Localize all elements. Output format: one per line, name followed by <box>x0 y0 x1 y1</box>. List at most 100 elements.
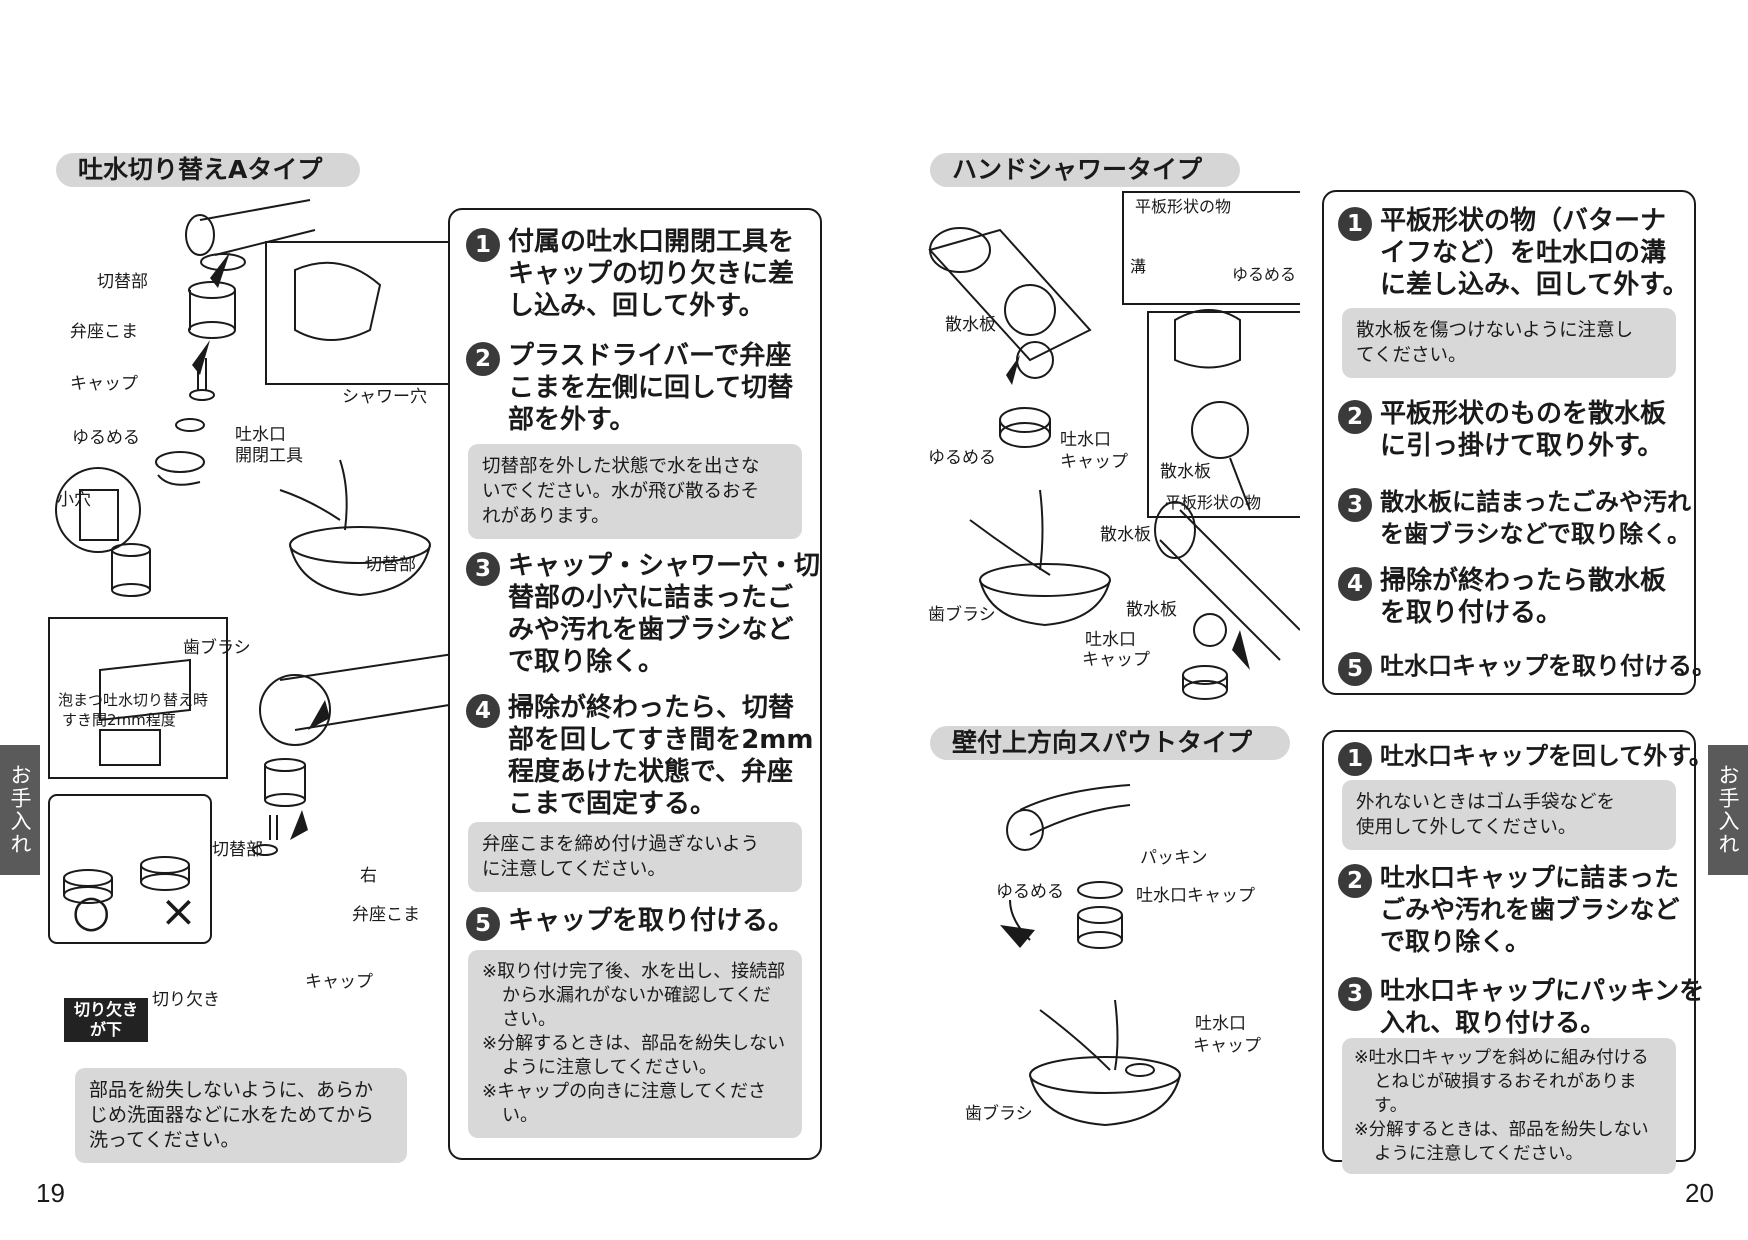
label-hand-cap-2: キャップ <box>1060 452 1128 472</box>
label-yurumeru: ゆるめる <box>72 428 140 448</box>
step-hand-5: 5 吐水口キャップを取り付ける。 <box>1338 650 1716 686</box>
step-text: 掃除が終わったら散水板 を取り付ける。 <box>1380 565 1666 629</box>
step-hand-4: 4 掃除が終わったら散水板 を取り付ける。 <box>1338 565 1666 629</box>
section-title-a-type: 吐水切り替えAタイプ <box>56 153 360 187</box>
step-line: に差し込み、回して外す。 <box>1380 270 1689 300</box>
label-yurumeru-top: ゆるめる <box>1232 265 1297 284</box>
step-line: 入れ、取り付ける。 <box>1380 1008 1606 1037</box>
step-number: 5 <box>1338 652 1372 686</box>
section-title-wall-spout: 壁付上方向スパウトタイプ <box>930 726 1290 760</box>
step-line: イフなど）を吐水口の溝 <box>1380 238 1667 268</box>
note-line: 使用して外してください。 <box>1356 817 1577 838</box>
label-sansuiban-2: 散水板 <box>1160 462 1211 482</box>
label-kirikaki: 切り欠き <box>152 990 220 1010</box>
step-text: キャップを取り付ける。 <box>508 905 794 937</box>
step-line: キャップを取り付ける。 <box>508 906 795 936</box>
note-line: 外れないときはゴム手袋などを <box>1356 792 1616 813</box>
step-line: 部を外す。 <box>508 405 636 435</box>
step-line: 部を回してすき間を2mm <box>508 725 814 755</box>
step-a-1: 1 付属の吐水口開閉工具を キャップの切り欠きに差 し込み、回して外す。 <box>466 226 794 322</box>
page-number-left: 19 <box>36 1178 65 1208</box>
label-koana: 小穴 <box>57 490 91 510</box>
bad-mark: × <box>160 886 197 937</box>
step-number: 1 <box>466 228 500 262</box>
step-line: 吐水口キャップを取り付ける。 <box>1380 652 1716 680</box>
note-line: れがあります。 <box>482 506 610 527</box>
label-awamatsu-2: すき間2mm程度 <box>62 711 176 729</box>
step-text: 平板形状のものを散水板 に引っ掛けて取り外す。 <box>1380 398 1666 462</box>
step-number: 4 <box>466 694 500 728</box>
step-line: こまで固定する。 <box>508 789 717 819</box>
step-text: 吐水口キャップを回して外す。 <box>1380 740 1713 772</box>
side-tab-right: お手入れ <box>1708 745 1748 875</box>
label-haburashi: 歯ブラシ <box>183 638 251 658</box>
note-line: 散水板を傷つけないように注意し <box>1356 320 1634 341</box>
step-a-3: 3 キャップ・シャワー穴・切 替部の小穴に詰まったご みや汚れを歯ブラシなど で… <box>466 550 820 678</box>
kirikaki-down-line-1: 切り欠き <box>73 1000 138 1019</box>
step-line: 吐水口キャップを回して外す。 <box>1380 742 1713 770</box>
step-line: 付属の吐水口開閉工具を <box>508 227 795 257</box>
label-kirikaebu-3: 切替部 <box>212 840 263 860</box>
label-cap: キャップ <box>70 374 138 394</box>
label-sansuiban-4: 散水板 <box>1126 600 1177 620</box>
step-number: 1 <box>1338 742 1372 776</box>
note-wall-1: 外れないときはゴム手袋などを 使用して外してください。 <box>1342 780 1676 850</box>
label-hand-cap2-1: 吐水口 <box>1085 630 1136 650</box>
label-yurumeru-hand: ゆるめる <box>928 448 996 468</box>
step-a-2: 2 プラスドライバーで弁座 こまを左側に回して切替 部を外す。 <box>466 340 793 436</box>
step-line: プラスドライバーで弁座 <box>508 341 792 371</box>
step-wall-3: 3 吐水口キャップにパッキンを 入れ、取り付ける。 <box>1338 975 1704 1039</box>
page-number-right: 20 <box>1685 1178 1714 1208</box>
label-sansuiban-3: 散水板 <box>1100 525 1151 545</box>
label-tool-2: 開閉工具 <box>235 446 303 466</box>
step-line: 替部の小穴に詰まったご <box>508 583 793 613</box>
note-line: 部品を紛失しないように、あらか <box>89 1079 374 1101</box>
step-number: 2 <box>1338 864 1372 898</box>
step-number: 1 <box>1338 207 1372 241</box>
label-yurumeru-wall: ゆるめる <box>996 882 1064 902</box>
step-text: 平板形状の物（バターナ イフなど）を吐水口の溝 に差し込み、回して外す。 <box>1380 205 1689 301</box>
note-hand-1: 散水板を傷つけないように注意し てください。 <box>1342 308 1676 378</box>
hand-steps-box <box>1322 190 1696 695</box>
step-hand-1: 1 平板形状の物（バターナ イフなど）を吐水口の溝 に差し込み、回して外す。 <box>1338 205 1689 301</box>
wall-spout-illustration <box>1000 784 1181 1127</box>
label-tool-1: 吐水口 <box>235 425 286 445</box>
step-line: で取り除く。 <box>508 647 665 677</box>
label-wall-cap2-1: 吐水口 <box>1195 1014 1246 1034</box>
note-line: ※吐水口キャップを斜めに組み付けるとねじが破損するおそれがあります。 <box>1354 1048 1649 1116</box>
faucet-disassembly-illustration <box>48 199 480 944</box>
label-hand-cap-1: 吐水口 <box>1060 430 1111 450</box>
label-heiban-2: 平板形状の物 <box>1165 493 1262 512</box>
note-line: ※分解するときは、部品を紛失しないように注意してください。 <box>1354 1120 1649 1164</box>
hand-shower-illustration <box>928 191 1300 700</box>
step-line: 平板形状の物（バターナ <box>1380 206 1667 236</box>
step-hand-2: 2 平板形状のものを散水板 に引っ掛けて取り外す。 <box>1338 398 1666 462</box>
step-text: 吐水口キャップにパッキンを 入れ、取り付ける。 <box>1380 975 1704 1039</box>
step-line: こまを左側に回して切替 <box>508 373 794 403</box>
step-wall-1: 1 吐水口キャップを回して外す。 <box>1338 740 1713 776</box>
step-hand-3: 3 散水板に詰まったごみや汚れ を歯ブラシなどで取り除く。 <box>1338 486 1691 550</box>
step-line: し込み、回して外す。 <box>508 291 765 321</box>
note-line: に注意してください。 <box>482 859 666 880</box>
step-line: 平板形状のものを散水板 <box>1380 399 1667 429</box>
note-a-2: 切替部を外した状態で水を出さな いでください。水が飛び散るおそ れがあります。 <box>468 444 802 539</box>
label-wall-cap: 吐水口キャップ <box>1136 886 1255 906</box>
label-benzakoma-2: 弁座こま <box>352 905 420 925</box>
note-line: てください。 <box>1356 345 1467 366</box>
note-line: いでください。水が飛び散るおそ <box>482 481 759 502</box>
label-benzakoma: 弁座こま <box>70 322 138 342</box>
label-kirikaebu-2: 切替部 <box>365 555 416 575</box>
label-migi: 右 <box>360 866 377 886</box>
step-number: 2 <box>466 342 500 376</box>
step-number: 3 <box>466 552 500 586</box>
label-awamatsu-1: 泡まつ吐水切り替え時 <box>58 691 209 709</box>
side-tab-left: お手入れ <box>0 745 40 875</box>
step-line: 掃除が終わったら散水板 <box>1380 566 1667 596</box>
step-line: 吐水口キャップにパッキンを <box>1380 976 1705 1005</box>
label-heiban-top: 平板形状の物 <box>1135 197 1232 216</box>
step-line: みや汚れを歯ブラシなど <box>508 615 794 645</box>
note-line: じめ洗面器などに水をためてから <box>89 1104 375 1126</box>
note-line: 弁座こまを締め付け過ぎないよう <box>482 834 760 855</box>
step-line: 散水板に詰まったごみや汚れ <box>1380 488 1692 516</box>
note-line: ※キャップの向きに注意してください。 <box>482 1081 767 1126</box>
